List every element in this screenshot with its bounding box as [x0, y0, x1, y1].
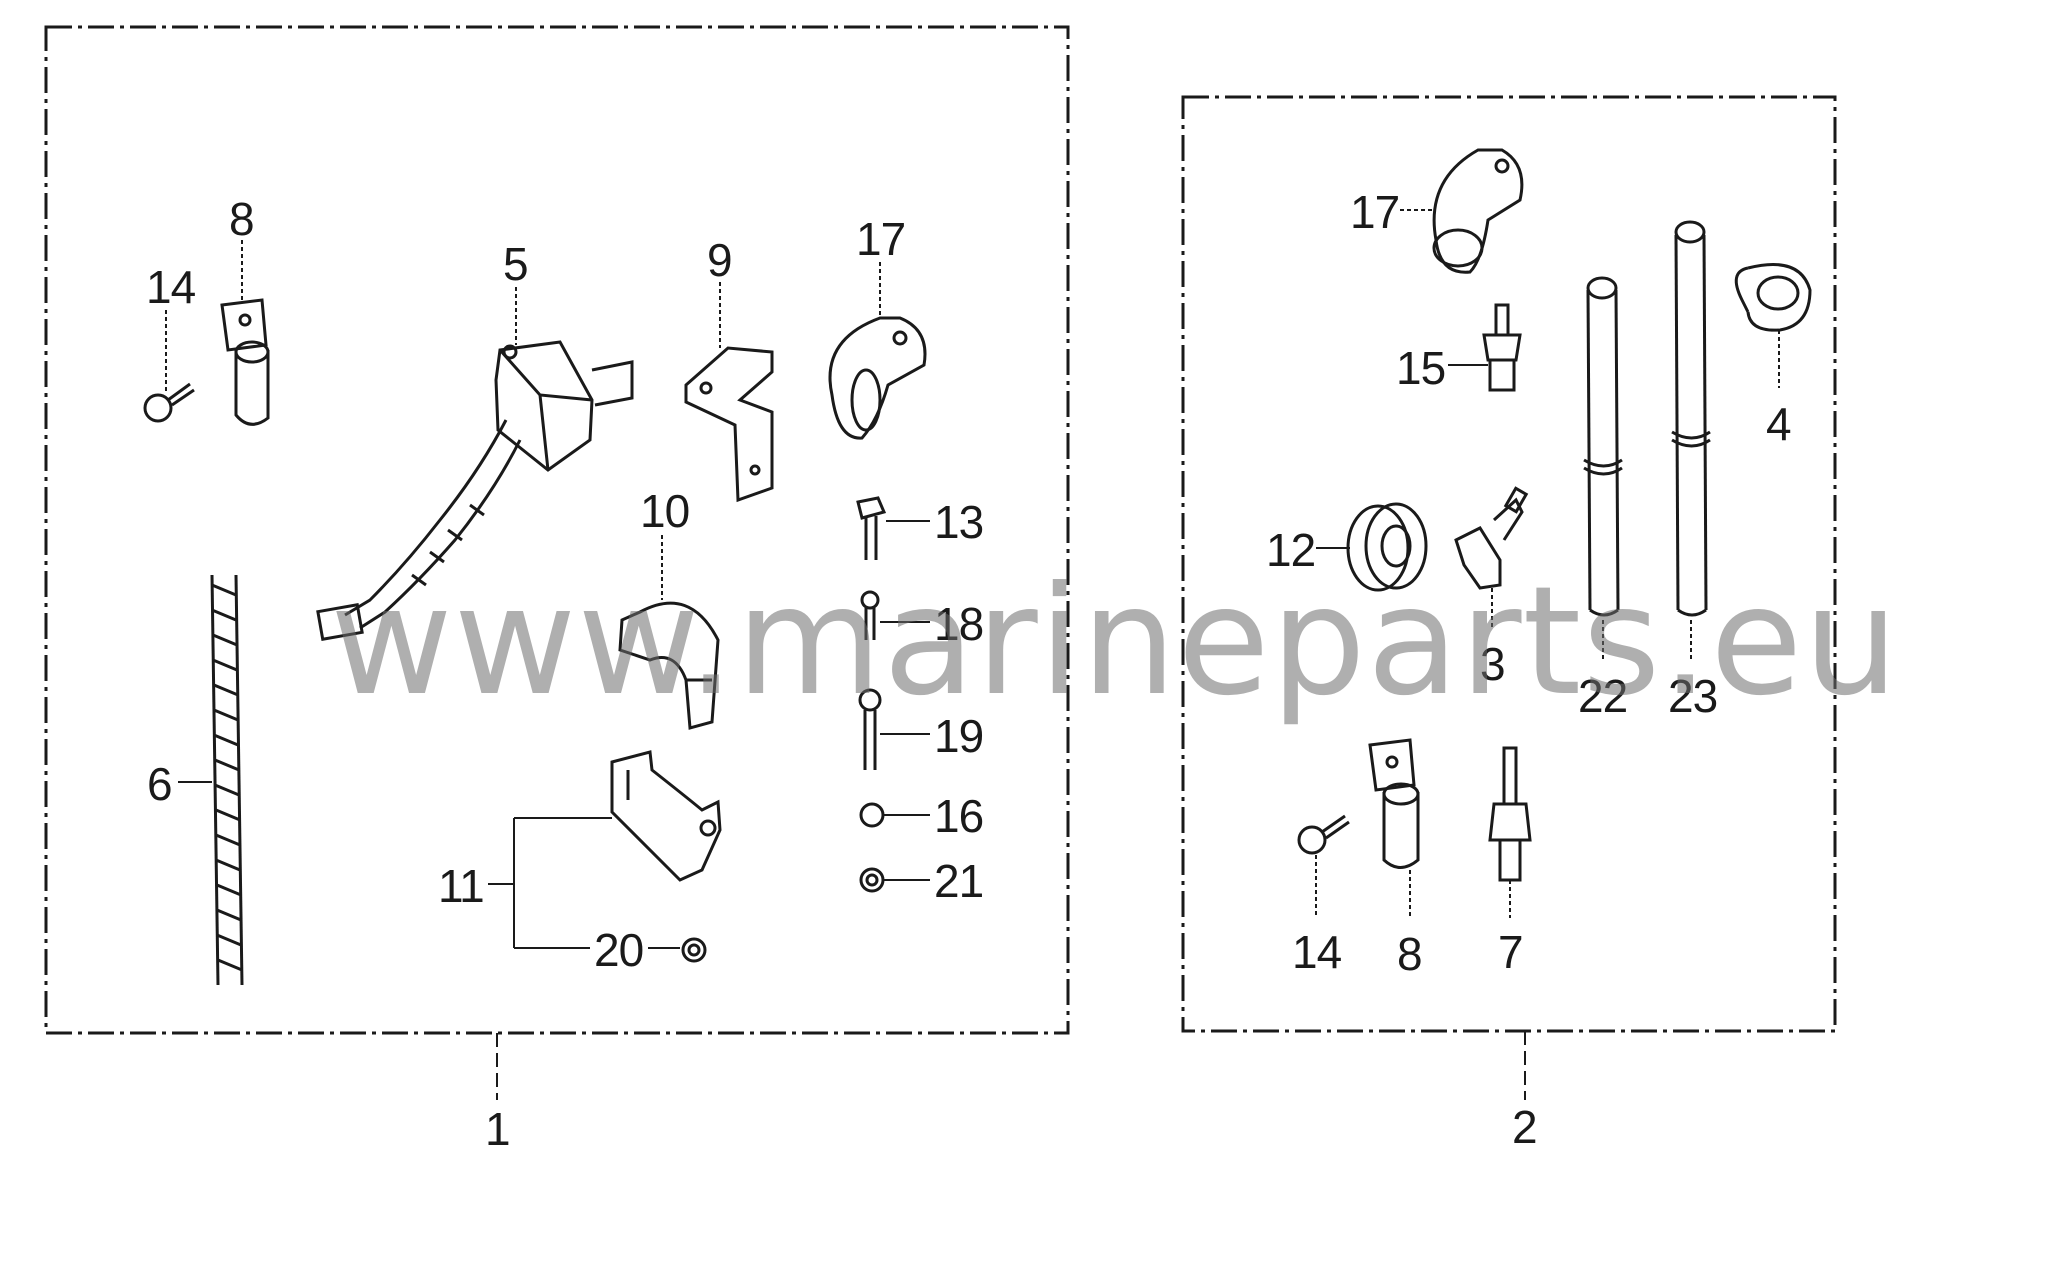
part-10-clamp-half	[618, 601, 720, 730]
part-8-clip	[220, 298, 270, 426]
callout-13: 13	[934, 496, 983, 548]
part-17-clamp	[828, 316, 927, 440]
callout-7: 7	[1498, 926, 1523, 978]
kit-2-frame	[1181, 95, 1837, 1033]
callout-8: 8	[229, 193, 254, 245]
callout-17: 17	[856, 213, 905, 265]
part-19-bolt	[858, 688, 882, 770]
callout-15: 15	[1396, 342, 1445, 394]
callout-5: 5	[503, 238, 528, 290]
callout-12: 12	[1266, 524, 1315, 576]
part-15-fitting	[1482, 303, 1522, 392]
callout-6: 6	[147, 758, 172, 810]
part-22-hose	[1583, 276, 1623, 617]
kit-1-number: 1	[485, 1103, 510, 1155]
part-14-screw-kit2	[1297, 814, 1350, 855]
leader-11-bracket	[488, 817, 680, 949]
callout-10: 10	[640, 485, 689, 537]
callout-16: 16	[934, 790, 983, 842]
part-18-bolt	[860, 590, 880, 640]
part-7-fitting	[1488, 746, 1532, 882]
part-12-grommet	[1346, 502, 1428, 592]
part-9-bracket	[684, 346, 774, 503]
callout-9: 9	[707, 234, 732, 286]
callout-20: 20	[594, 924, 643, 976]
part-20-nut	[681, 937, 707, 963]
callout-19: 19	[934, 710, 983, 762]
part-23-hose	[1671, 220, 1711, 617]
part-3-elbow	[1454, 486, 1529, 590]
callout-11: 11	[438, 860, 484, 912]
part-13-bolt	[856, 496, 887, 560]
callout-14-kit2: 14	[1292, 926, 1342, 978]
callout-18: 18	[934, 598, 983, 650]
callout-21: 21	[934, 855, 983, 907]
part-16-nut	[859, 802, 885, 828]
kit-2-number: 2	[1512, 1101, 1537, 1153]
callout-23: 23	[1668, 670, 1717, 722]
callout-22: 22	[1578, 670, 1627, 722]
part-17-clamp-kit2	[1432, 148, 1524, 274]
callout-17-kit2: 17	[1350, 186, 1399, 238]
part-4-clip-ring	[1734, 263, 1812, 332]
callout-8-kit2: 8	[1397, 928, 1422, 980]
callout-3: 3	[1480, 638, 1505, 690]
kit-1-frame	[44, 25, 1070, 1035]
part-21-nut	[859, 867, 885, 893]
callout-4: 4	[1766, 398, 1791, 450]
part-6-spiral-wrap	[210, 574, 244, 986]
callout-14: 14	[146, 261, 196, 313]
part-8-clip-kit2	[1368, 738, 1420, 869]
part-14-screw	[143, 382, 195, 423]
part-11-clamp-half	[610, 750, 722, 882]
part-5-switch-harness	[316, 340, 634, 641]
